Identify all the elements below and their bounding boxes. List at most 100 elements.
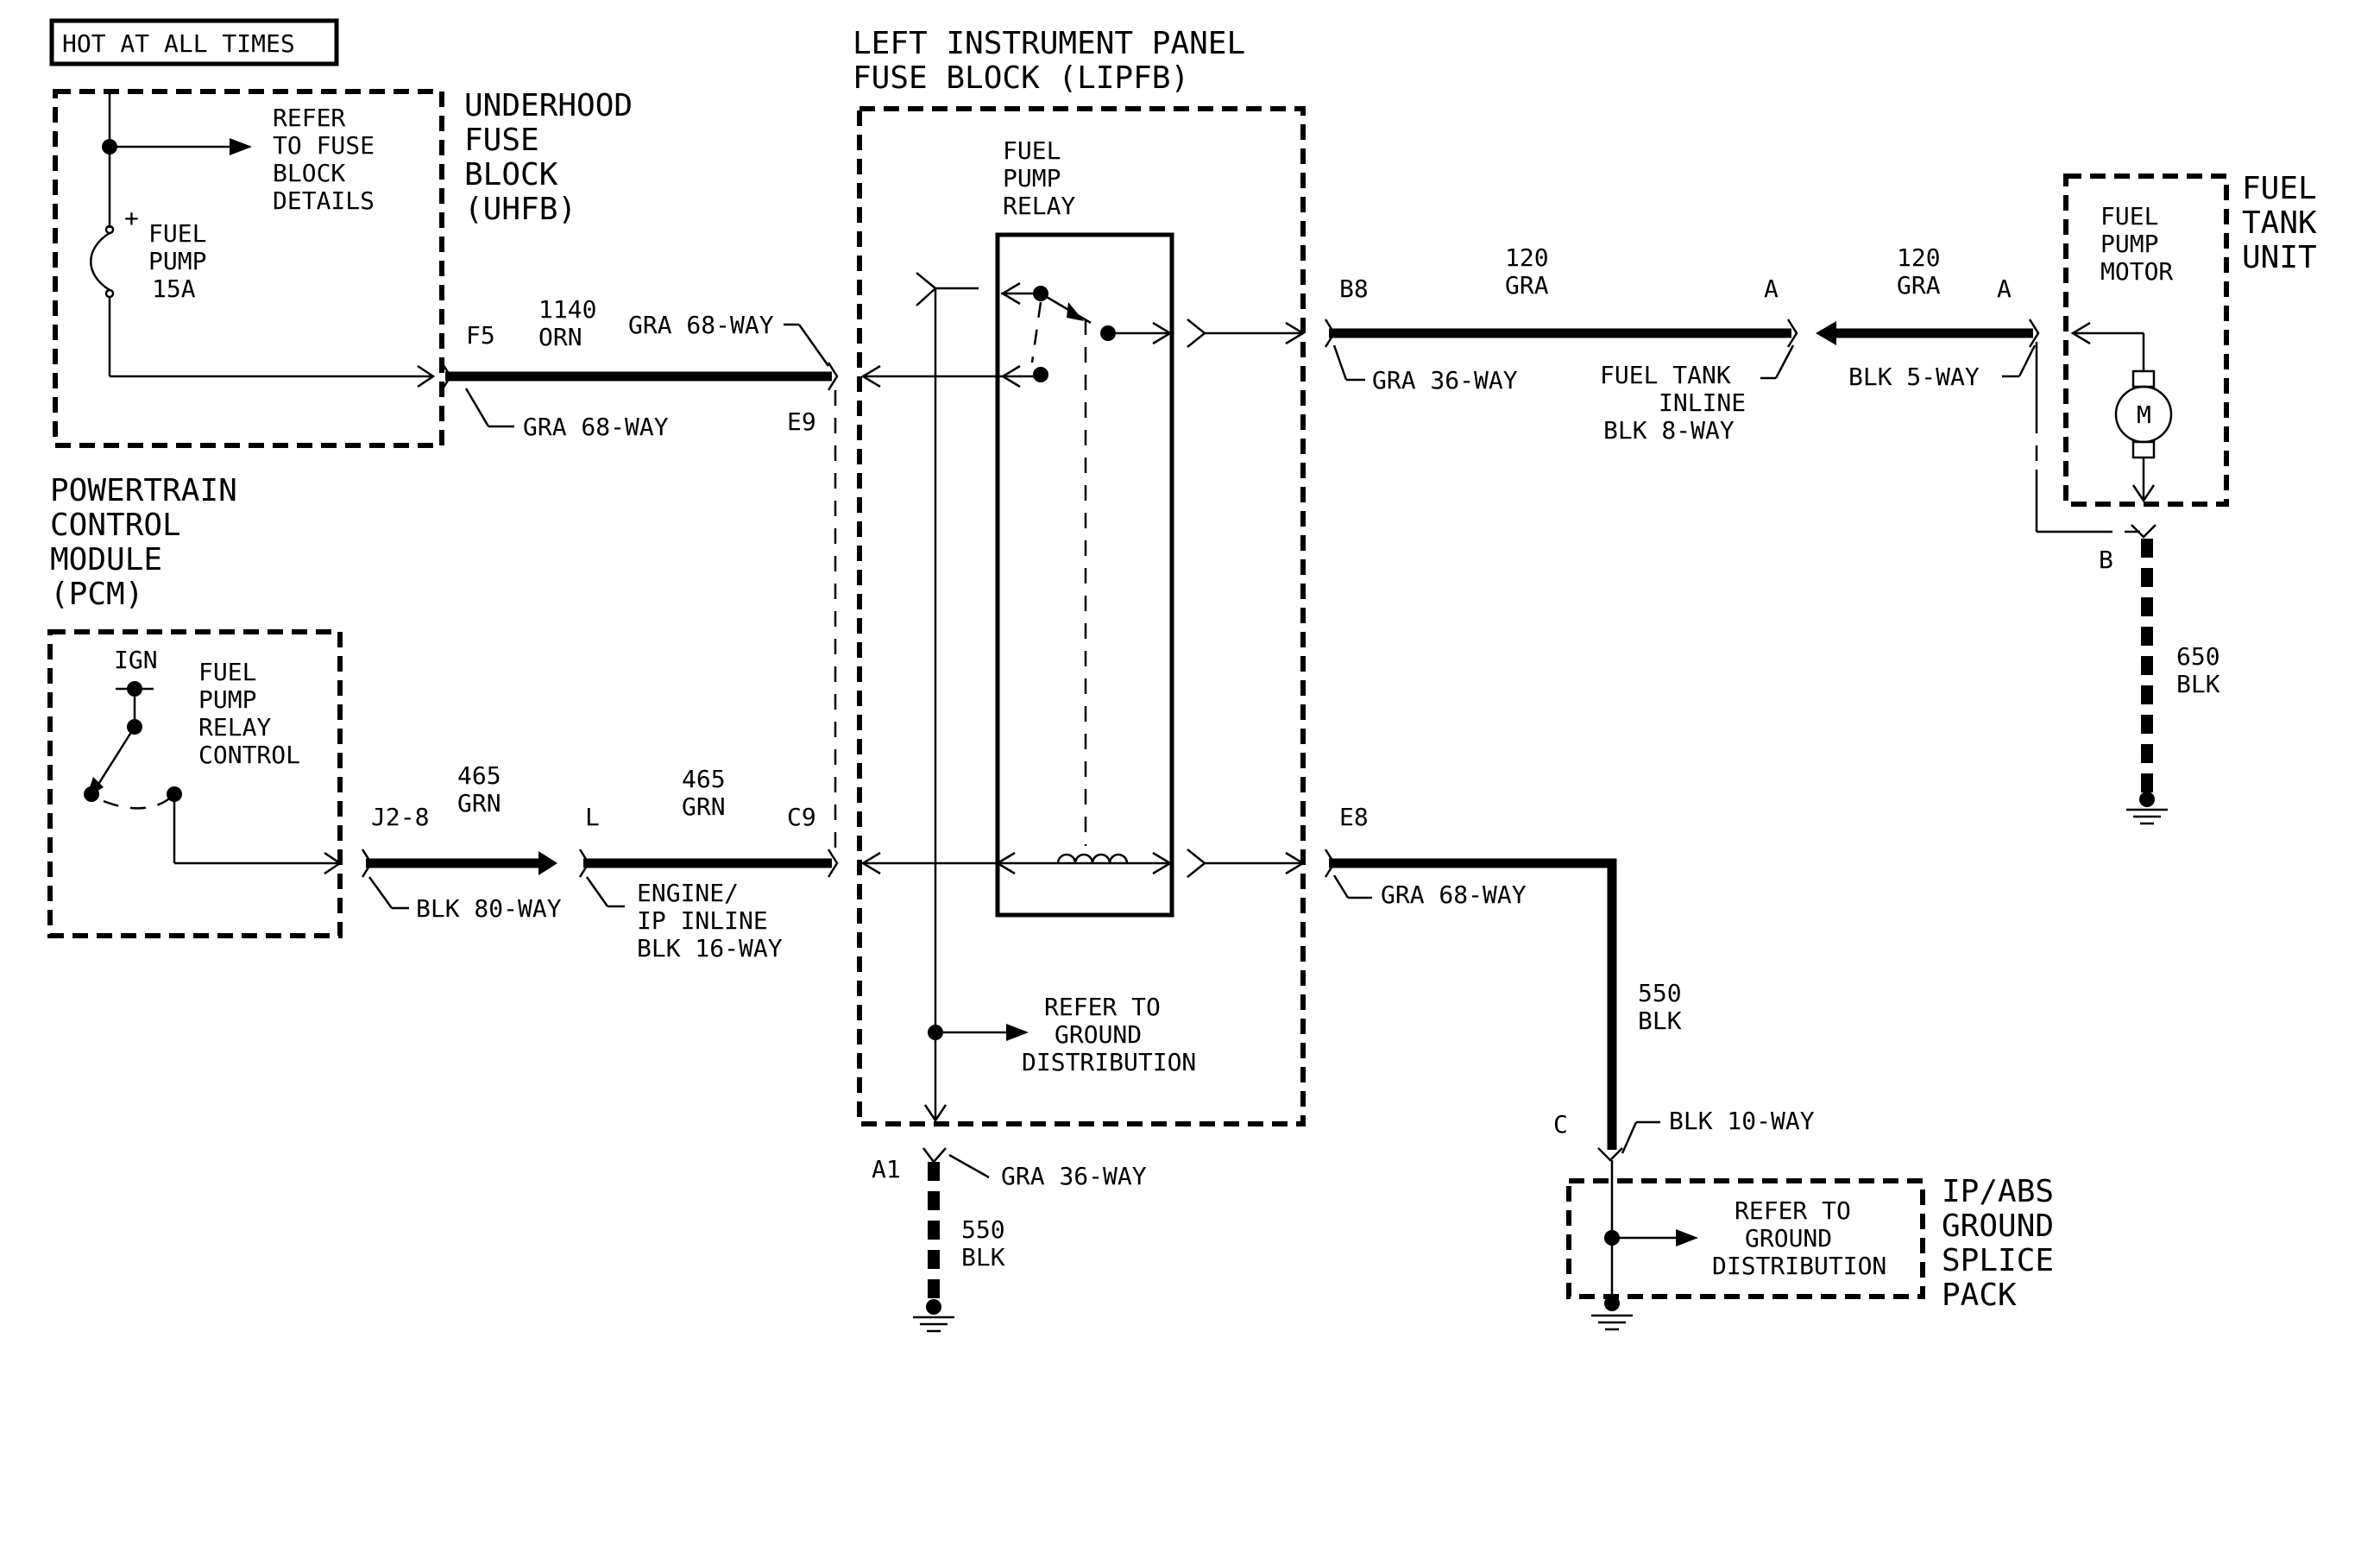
- pcm-pin-j2-8: J2-8: [371, 803, 429, 831]
- splice-internal: [1604, 1160, 1698, 1298]
- lipfb-title-2: FUSE BLOCK (LIPFB): [853, 60, 1189, 96]
- pcm-title-4: (PCM): [50, 577, 143, 612]
- uhfb-box: [53, 89, 444, 448]
- relay-internal: [860, 272, 1306, 1123]
- fuse-label-1: FUEL: [148, 219, 206, 248]
- pcm-ign: IGN: [114, 646, 158, 674]
- splice-title-1: IP/ABS: [1942, 1174, 2054, 1209]
- lipfb-ground-ref-3: DISTRIBUTION: [1022, 1048, 1196, 1076]
- splice-refer-1: REFER TO: [1735, 1196, 1851, 1225]
- uhfb-internal-circuit: [90, 92, 436, 388]
- wire-1140-conn-top: GRA 68-WAY: [628, 311, 774, 339]
- wire-1140-number: 1140: [538, 295, 596, 324]
- tank-title-1: FUEL: [2242, 171, 2317, 206]
- motor-pin-a: A: [1997, 275, 2012, 303]
- hot-label: HOT AT ALL TIMES: [62, 29, 295, 58]
- wire-465b-number: 465: [682, 765, 726, 793]
- splice-pack-box: [1566, 1178, 1925, 1299]
- lipfb-ground-ref-2: GROUND: [1055, 1020, 1142, 1049]
- wire-465a-number: 465: [457, 761, 501, 790]
- uhfb-title-2: FUSE: [464, 123, 539, 158]
- inline-conn-2: IP INLINE: [637, 906, 768, 935]
- tank-motor-1: FUEL: [2100, 202, 2158, 230]
- relay-label-3: RELAY: [1003, 192, 1075, 220]
- lipfb-title-1: LEFT INSTRUMENT PANEL: [853, 26, 1245, 61]
- relay-label-1: FUEL: [1003, 136, 1061, 165]
- fuel-tank-box: [2063, 174, 2229, 507]
- uhfb-refer-3: BLOCK: [273, 159, 345, 187]
- wire-650-number: 650: [2176, 642, 2220, 671]
- tank-title-2: TANK: [2242, 205, 2317, 241]
- relay-label-2: PUMP: [1003, 164, 1061, 192]
- uhfb-title-4: (UHFB): [464, 192, 576, 227]
- uhfb-title-3: BLOCK: [464, 157, 558, 192]
- lipfb-box: [857, 106, 1306, 1126]
- lipfb-pin-a1: A1: [872, 1155, 901, 1183]
- inline-conn-1: ENGINE/: [637, 879, 739, 907]
- relay-box: [995, 232, 1174, 918]
- tank-title-3: UNIT: [2242, 240, 2317, 275]
- ground-icon: [913, 1299, 954, 1333]
- splice-conn: BLK 10-WAY: [1669, 1107, 1815, 1135]
- motor-conn: BLK 5-WAY: [1848, 363, 1980, 391]
- fuse-label-2: PUMP: [148, 247, 206, 275]
- fuel-tank-conn-1: FUEL TANK: [1600, 361, 1731, 389]
- fuse-plus-sign: +: [124, 204, 139, 232]
- pcm-control-3: RELAY: [198, 713, 271, 741]
- uhfb-title-1: UNDERHOOD: [464, 88, 633, 123]
- wire-465a-color: GRN: [457, 789, 501, 817]
- lipfb-conn-a1: GRA 36-WAY: [1001, 1162, 1147, 1190]
- pcm-title-1: POWERTRAIN: [50, 473, 237, 508]
- splice-title-2: GROUND: [1942, 1208, 2054, 1244]
- lipfb-pin-c9: C9: [787, 803, 816, 831]
- motor-m-icon: M: [2137, 401, 2151, 429]
- lipfb-pin-b8: B8: [1339, 275, 1369, 303]
- ground-icon: [1591, 1296, 1633, 1331]
- tank-motor-2: PUMP: [2100, 230, 2158, 258]
- fuel-tank-conn-2: INLINE: [1659, 388, 1746, 417]
- uhfb-refer-1: REFER: [273, 104, 345, 132]
- wire-120a-conn: GRA 36-WAY: [1372, 366, 1518, 394]
- inline-pin-l: L: [585, 803, 600, 831]
- splice-title-4: PACK: [1942, 1278, 2017, 1313]
- wire-1140-color: ORN: [538, 323, 582, 351]
- inline-conn-3: BLK 16-WAY: [637, 934, 783, 962]
- ground-icon: [2126, 792, 2168, 825]
- wire-465b-color: GRN: [682, 792, 726, 821]
- pcm-control-1: FUEL: [198, 658, 256, 686]
- wire-550-e8-number: 550: [1638, 979, 1682, 1007]
- uhfb-refer-4: DETAILS: [273, 186, 375, 215]
- wire-550-e8-color: BLK: [1638, 1007, 1682, 1035]
- wire-1140-conn-bottom: GRA 68-WAY: [523, 413, 669, 441]
- wire-550-main-color: BLK: [961, 1243, 1005, 1272]
- fuse-label-3: 15A: [152, 275, 196, 303]
- uhfb-refer-2: TO FUSE: [273, 131, 375, 160]
- pcm-title-2: CONTROL: [50, 508, 181, 543]
- hot-label-box: [49, 18, 339, 66]
- uhfb-pin-f5: F5: [466, 321, 495, 350]
- lipfb-pin-e8: E8: [1339, 803, 1369, 831]
- lipfb-ground-ref-1: REFER TO: [1044, 993, 1161, 1021]
- wire-550-e8: [1329, 858, 1617, 1150]
- pcm-conn: BLK 80-WAY: [416, 894, 562, 923]
- pcm-title-3: MODULE: [50, 542, 162, 577]
- splice-pin-c: C: [1553, 1110, 1568, 1139]
- pcm-control-4: CONTROL: [198, 741, 300, 769]
- fuel-pump-motor: [2070, 321, 2173, 503]
- lipfb-pin-e9: E9: [787, 407, 816, 436]
- splice-refer-2: GROUND: [1745, 1224, 1832, 1253]
- splice-title-3: SPLICE: [1942, 1243, 2054, 1278]
- fuel-tank-conn-3: BLK 8-WAY: [1603, 416, 1735, 445]
- e8-conn: GRA 68-WAY: [1381, 880, 1527, 909]
- wire-650-color: BLK: [2176, 670, 2220, 698]
- wire-120a-number: 120: [1505, 243, 1549, 272]
- splice-refer-3: DISTRIBUTION: [1712, 1252, 1886, 1280]
- wire-550-main-number: 550: [961, 1215, 1005, 1244]
- wire-120b-number: 120: [1897, 243, 1941, 272]
- pcm-control-2: PUMP: [198, 685, 256, 714]
- tank-motor-3: MOTOR: [2100, 257, 2173, 286]
- pcm-switch: [84, 681, 343, 875]
- refer-arrow-icon: [230, 138, 252, 155]
- fuel-tank-pin-a: A: [1764, 275, 1779, 303]
